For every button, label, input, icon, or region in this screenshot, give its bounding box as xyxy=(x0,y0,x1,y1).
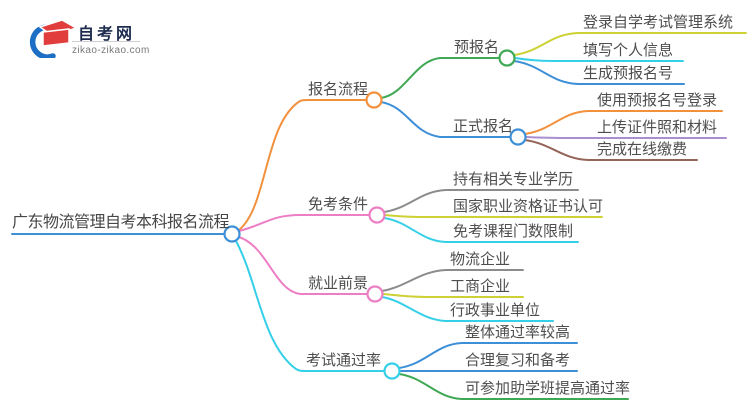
edge-preregister-fillinfo xyxy=(514,57,684,62)
leaf-label-fill-info: 填写个人信息 xyxy=(583,42,674,59)
site-logo[interactable]: 自考网 zikao-zikao.com xyxy=(26,8,216,60)
leaf-label-online-payment: 完成在线缴费 xyxy=(597,141,688,158)
edge-process-formal xyxy=(380,101,511,138)
leaf-label-course-limit: 免考课程门数限制 xyxy=(453,223,574,240)
graduation-cap-icon xyxy=(29,19,78,58)
leaf-label-upload-materials: 上传证件照和材料 xyxy=(597,119,718,136)
edge-root-passrate xyxy=(235,240,385,372)
logo-site-name: 自考网 xyxy=(78,26,136,43)
node-circle-passrate xyxy=(383,362,401,380)
node-label-formal: 正式报名 xyxy=(453,118,514,135)
edge-exemption-certificate xyxy=(384,214,603,218)
logo-divider xyxy=(72,41,140,42)
edge-formal-upload xyxy=(525,136,727,139)
node-circle-formal xyxy=(509,128,527,146)
branch-label-signup-process: 报名流程 xyxy=(308,81,369,98)
edge-formal-pay xyxy=(524,139,698,161)
leaf-label-national-certificate: 国家职业资格证书认可 xyxy=(453,198,604,215)
leaf-label-overall-passrate: 整体通过率较高 xyxy=(465,324,571,341)
edge-passrate-class xyxy=(398,373,629,400)
root-topic-label: 广东物流管理自考本科报名流程 xyxy=(12,214,230,231)
edge-exemption-degree xyxy=(383,189,579,213)
leaf-label-login-with-number: 使用预报名号登录 xyxy=(597,92,718,109)
edge-exemption-limit xyxy=(383,217,579,243)
leaf-label-tutoring-class: 可参加助学班提高通过率 xyxy=(465,380,631,397)
edge-career-government xyxy=(381,296,554,322)
node-circle-career xyxy=(366,285,384,303)
node-circle-exemption xyxy=(368,206,386,224)
branch-label-exemption: 免考条件 xyxy=(308,196,369,213)
logo-site-domain: zikao-zikao.com xyxy=(72,45,150,56)
leaf-label-related-degree: 持有相关专业学历 xyxy=(453,171,574,188)
node-circle-preregister xyxy=(498,49,516,67)
edge-career-logistics xyxy=(381,269,524,292)
leaf-label-logistics-company: 物流企业 xyxy=(450,251,511,268)
node-circle-root xyxy=(223,225,241,243)
node-circle-signup-process xyxy=(365,91,383,109)
edge-root-signup-process xyxy=(238,99,367,231)
branch-label-passrate: 考试通过率 xyxy=(306,352,382,369)
leaf-label-review-prepare: 合理复习和备考 xyxy=(465,352,571,369)
edge-preregister-login xyxy=(513,32,747,56)
leaf-label-government-unit: 行政事业单位 xyxy=(450,302,541,319)
branch-label-career: 就业前景 xyxy=(308,275,369,292)
edge-root-career xyxy=(238,236,368,295)
leaf-label-business-company: 工商企业 xyxy=(450,278,511,295)
edge-root-exemption xyxy=(238,214,370,232)
leaf-label-login-system: 登录自学考试管理系统 xyxy=(583,14,734,31)
node-label-preregister: 预报名 xyxy=(454,39,500,56)
edge-formal-login xyxy=(524,110,723,135)
edge-process-preregister xyxy=(380,57,500,99)
leaf-label-generate-number: 生成预报名号 xyxy=(583,65,674,82)
edge-career-business xyxy=(382,293,524,298)
edge-preregister-number xyxy=(513,60,685,85)
edge-passrate-overall xyxy=(398,342,578,369)
